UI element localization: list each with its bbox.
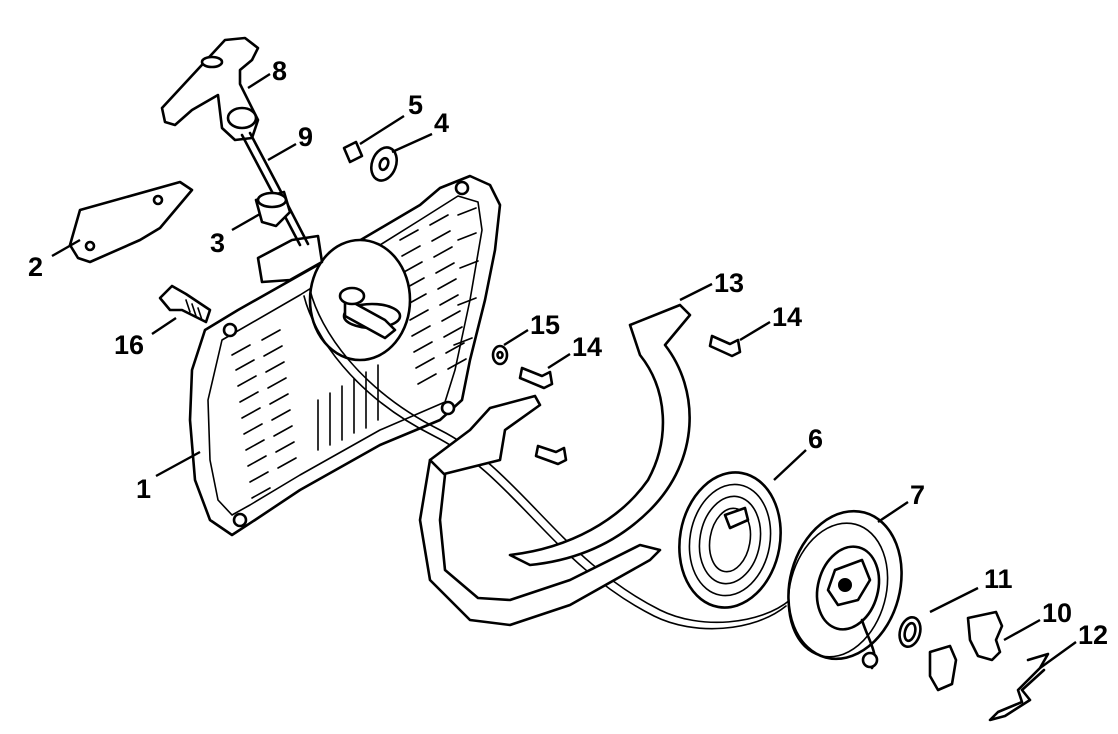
grille-slots bbox=[231, 214, 467, 499]
part-11-washer bbox=[898, 615, 922, 649]
callout-3: 3 bbox=[210, 228, 225, 258]
callout-labels: 8 9 5 4 2 3 16 1 13 14 15 14 6 7 11 10 1… bbox=[28, 56, 1108, 650]
part-9-rope bbox=[240, 131, 791, 630]
callout-11: 11 bbox=[984, 564, 1013, 594]
callout-6: 6 bbox=[808, 424, 823, 454]
part-12-clip bbox=[988, 652, 1050, 722]
part-8-handle bbox=[160, 36, 260, 142]
part-13-guide-cover bbox=[418, 303, 692, 627]
callout-5: 5 bbox=[408, 90, 423, 120]
part-7-pulley bbox=[787, 509, 903, 670]
callout-7: 7 bbox=[910, 480, 925, 510]
callout-13: 13 bbox=[714, 268, 744, 298]
callout-15: 15 bbox=[530, 310, 560, 340]
part-10-pawl-a bbox=[966, 610, 1004, 662]
part-6-spring bbox=[678, 471, 782, 609]
part-2-plate bbox=[68, 180, 194, 264]
part-5-screw bbox=[342, 140, 364, 164]
callout-8: 8 bbox=[272, 56, 287, 86]
part-14-screw-b bbox=[708, 334, 742, 358]
callout-4: 4 bbox=[434, 108, 449, 138]
part-14-screw-a bbox=[518, 366, 554, 390]
part-10-pawl-b bbox=[928, 644, 958, 692]
callout-1: 1 bbox=[136, 474, 151, 504]
part-4-washer bbox=[370, 146, 398, 182]
part-3-bushing bbox=[254, 190, 292, 228]
part-14-screw-c bbox=[534, 444, 568, 466]
callout-14-mid: 14 bbox=[572, 332, 602, 362]
leader-lines bbox=[51, 72, 1077, 669]
callout-10: 10 bbox=[1042, 598, 1072, 628]
callout-12: 12 bbox=[1078, 620, 1108, 650]
callout-16: 16 bbox=[114, 330, 144, 360]
callout-9: 9 bbox=[298, 122, 313, 152]
part-16-bolt bbox=[158, 284, 212, 324]
callout-14-right: 14 bbox=[772, 302, 802, 332]
part-15-washer bbox=[491, 344, 509, 366]
callout-2: 2 bbox=[28, 252, 43, 282]
